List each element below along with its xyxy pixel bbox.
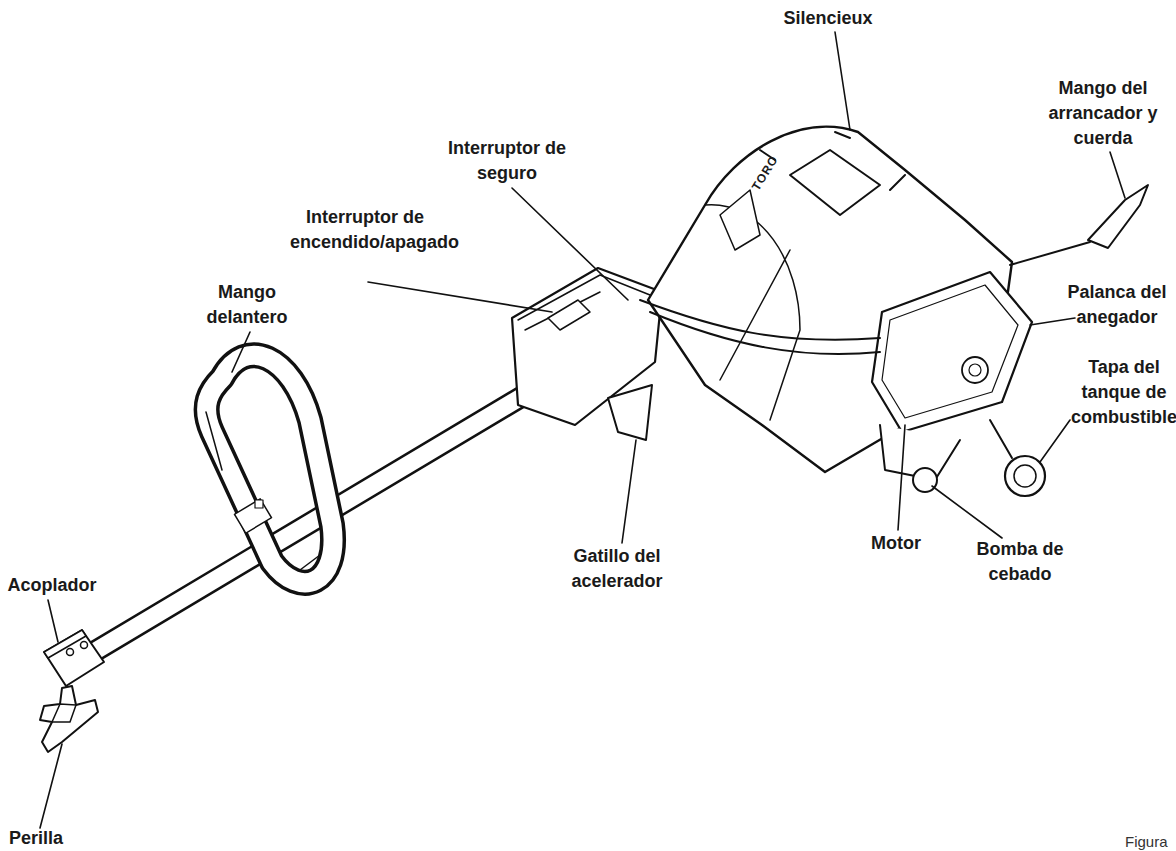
part-label: Interruptor de seguro — [447, 136, 567, 186]
part-label: Gatillo del acelerador — [557, 544, 677, 594]
part-label: Acoplador — [0, 573, 107, 598]
part-label: Palanca del anegador — [1057, 280, 1176, 330]
part-label: Motor — [856, 531, 936, 556]
figure-caption: Figura — [1125, 832, 1176, 851]
part-label: Tapa del tanque de combustible — [1064, 355, 1176, 430]
part-label: Mango del arrancador y cuerda — [1044, 76, 1162, 151]
part-label: Perilla — [0, 826, 76, 851]
part-label: Mango delantero — [192, 280, 302, 330]
part-label: Bomba de cebado — [965, 537, 1075, 587]
part-label: Silencieux — [758, 6, 898, 31]
leader-lines — [40, 32, 1125, 828]
part-label: Interruptor de encendido/apagado — [290, 205, 440, 255]
